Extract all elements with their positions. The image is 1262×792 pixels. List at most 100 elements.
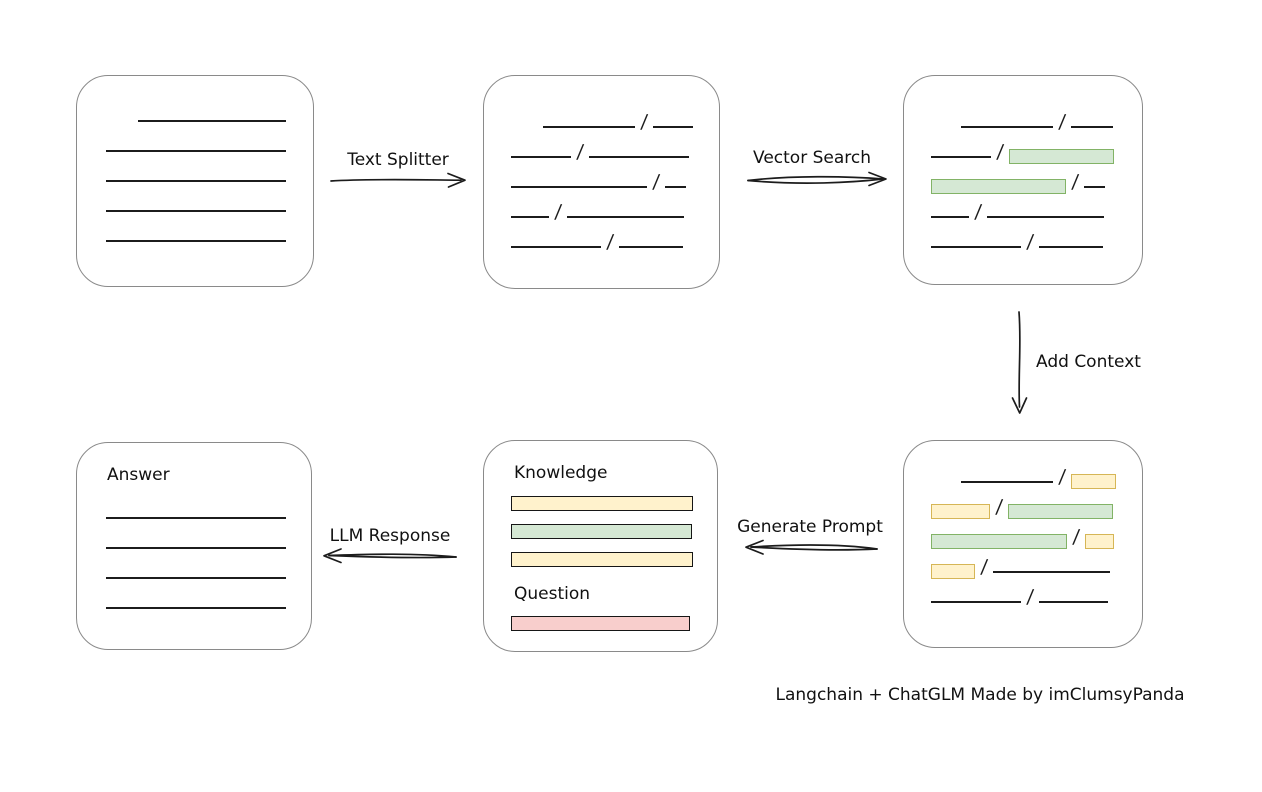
question-heading: Question (514, 584, 591, 604)
text-row (138, 96, 313, 126)
text-row: / (511, 132, 719, 163)
text-row (106, 493, 311, 523)
arrow-line (328, 554, 457, 559)
text-row (106, 523, 311, 553)
green-highlight (931, 534, 1067, 549)
slash-separator: / (639, 111, 649, 133)
yellow-highlight (1071, 474, 1117, 489)
generate-prompt-label: Generate Prompt (737, 517, 883, 537)
text-line (1039, 246, 1104, 248)
text-line (589, 156, 690, 158)
yellow-highlight (931, 564, 975, 579)
slash-separator: / (1057, 111, 1067, 133)
text-line (511, 216, 549, 218)
generate-prompt-arrow (745, 539, 878, 555)
text-row: / (931, 517, 1142, 549)
question-bars (511, 616, 690, 644)
text-line (931, 156, 991, 158)
slash-separator: / (973, 201, 983, 223)
text-line (138, 120, 286, 122)
text-line (511, 156, 571, 158)
slash-separator: / (553, 201, 563, 223)
text-line (619, 246, 684, 248)
text-line (665, 186, 687, 188)
vector-search-arrow (747, 171, 887, 187)
diagram-caption: Langchain + ChatGLM Made by imClumsyPand… (775, 685, 1185, 705)
text-row (106, 553, 311, 583)
slash-separator: / (979, 556, 989, 578)
answer-heading: Answer (107, 465, 170, 485)
vector-search-label: Vector Search (753, 148, 871, 168)
text-row: / (511, 222, 719, 253)
text-row: / (511, 162, 719, 193)
text-row: / (511, 192, 719, 223)
context-box: ///// (903, 440, 1143, 648)
text-line (931, 216, 969, 218)
add-context-label: Add Context (1036, 352, 1141, 372)
arrow-line (1018, 311, 1021, 408)
slash-separator: / (1025, 586, 1035, 608)
text-line (106, 210, 286, 212)
prompt-box: Knowledge Question (483, 440, 718, 652)
text-row: / (931, 192, 1142, 223)
slash-separator: / (575, 141, 585, 163)
text-line (993, 571, 1111, 573)
vector-search-results-box: / / / / / (903, 75, 1143, 285)
slash-separator: / (1071, 526, 1081, 548)
text-row (106, 186, 313, 216)
text-line (1084, 186, 1106, 188)
red-bar (511, 616, 690, 631)
context-lines: ///// (904, 457, 1142, 608)
text-row: / (543, 102, 719, 133)
answer-lines (77, 493, 311, 613)
text-line (106, 607, 286, 609)
text-splitter-label: Text Splitter (347, 150, 449, 170)
text-chunks-lines: / / / / / (484, 102, 719, 253)
text-row: / (961, 102, 1142, 133)
text-line (511, 186, 647, 188)
text-line (567, 216, 685, 218)
slash-separator: / (651, 171, 661, 193)
text-row (106, 126, 313, 156)
llm-response-label: LLM Response (329, 526, 451, 546)
text-line (931, 246, 1021, 248)
text-chunks-box: / / / / / (483, 75, 720, 289)
text-line (106, 240, 286, 242)
yellow-highlight (931, 504, 990, 519)
text-row: / (931, 577, 1142, 608)
text-line (106, 547, 286, 549)
search-results-lines: / / / / / (904, 102, 1142, 253)
arrow-head (745, 539, 764, 555)
text-line (931, 601, 1021, 603)
slash-separator: / (1025, 231, 1035, 253)
text-row: / (931, 487, 1142, 519)
knowledge-heading: Knowledge (514, 463, 608, 483)
slash-separator: / (605, 231, 615, 253)
green-highlight (1009, 149, 1115, 164)
slash-separator: / (1070, 171, 1080, 193)
text-line (961, 126, 1053, 128)
arrow-line (747, 175, 884, 182)
text-row (106, 583, 311, 613)
yellow-bar (511, 496, 693, 511)
text-row: / (931, 547, 1142, 579)
slash-separator: / (1057, 466, 1067, 488)
arrow-line (330, 178, 462, 182)
arrow-head (447, 172, 466, 188)
arrow-line (750, 546, 878, 551)
add-context-arrow (1011, 311, 1028, 414)
text-line (106, 150, 286, 152)
text-line (543, 126, 635, 128)
text-splitter-arrow (330, 172, 466, 188)
text-row (106, 156, 313, 186)
knowledge-bars (511, 496, 693, 580)
text-row: / (961, 457, 1142, 489)
llm-response-arrow (323, 548, 457, 564)
text-line (106, 517, 286, 519)
slash-separator: / (995, 141, 1005, 163)
text-line (106, 577, 286, 579)
text-line (1071, 126, 1114, 128)
green-bar (511, 524, 692, 539)
text-row: / (931, 222, 1142, 253)
